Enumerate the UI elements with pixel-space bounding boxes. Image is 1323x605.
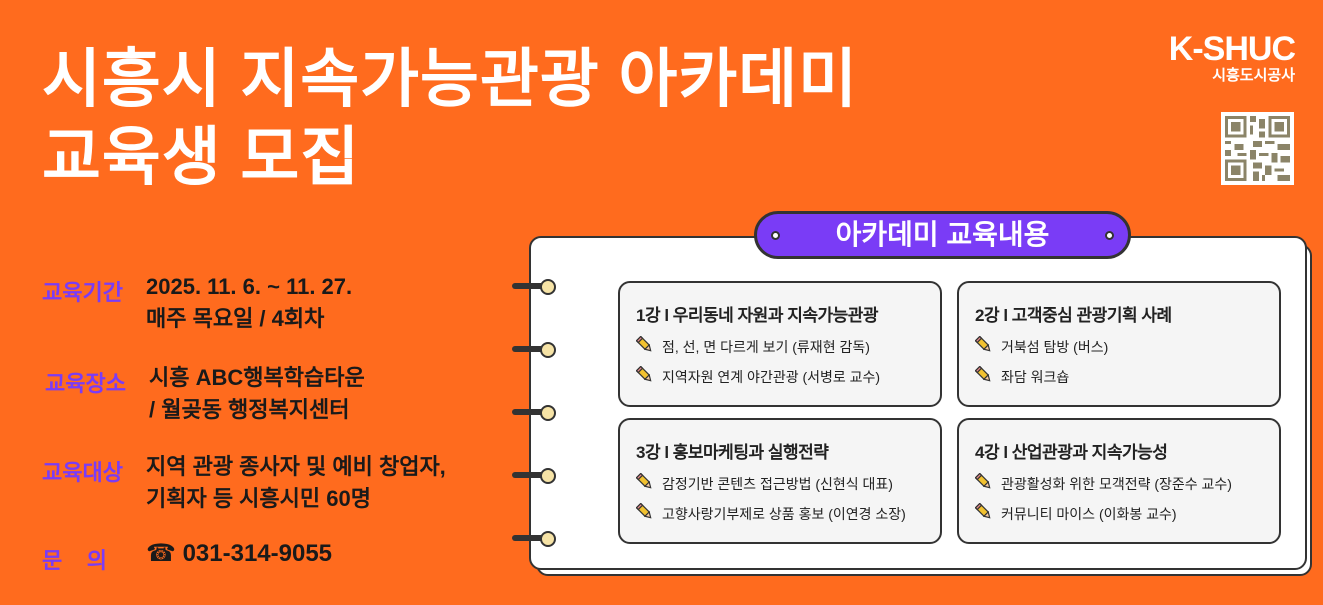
info-label: 문 의 — [42, 548, 107, 573]
pencil-icon — [636, 336, 654, 357]
lecture-item-text: 점, 선, 면 다르게 보기 (류재현 감독) — [662, 338, 870, 355]
info-label: 교육장소 — [45, 371, 126, 396]
lecture-title: 3강 l 홍보마케팅과 실행전략 — [636, 443, 829, 462]
info-value: 2025. 11. 6. ~ 11. 27. — [146, 274, 353, 299]
ring-icon — [512, 405, 556, 421]
title-line-2: 교육생 모집 — [42, 121, 361, 193]
lecture-item-text: 관광활성화 위한 모객전략 (장준수 교수) — [1001, 475, 1232, 492]
lecture-item: 감정기반 콘텐츠 접근방법 (신현식 대표) — [636, 473, 940, 494]
pencil-icon — [975, 503, 993, 524]
qr-code[interactable] — [1221, 112, 1294, 185]
lecture-item-text: 커뮤니티 마이스 (이화봉 교수) — [1001, 505, 1177, 522]
lecture-title: 4강 l 산업관광과 지속가능성 — [975, 443, 1168, 462]
lecture-title: 2강 l 고객중심 관광기획 사례 — [975, 306, 1172, 325]
lecture-item: 점, 선, 면 다르게 보기 (류재현 감독) — [636, 336, 940, 357]
lecture-item-text: 감정기반 콘텐츠 접근방법 (신현식 대표) — [662, 475, 893, 492]
pencil-icon — [636, 473, 654, 494]
info-value: 지역 관광 종사자 및 예비 창업자, — [146, 454, 446, 479]
info-value: 매주 목요일 / 4회차 — [146, 306, 325, 331]
page-title: 시흥시 지속가능관광 아카데미 교육생 모집 — [42, 40, 858, 196]
lecture-item: 고향사랑기부제로 상품 홍보 (이연경 소장) — [636, 503, 940, 524]
info-label: 교육기간 — [42, 280, 123, 305]
ring-icon — [512, 468, 556, 484]
lecture-item: 관광활성화 위한 모객전략 (장준수 교수) — [975, 473, 1279, 494]
lecture-item: 좌담 워크숍 — [975, 366, 1279, 387]
dot-icon — [771, 231, 780, 240]
info-label: 교육대상 — [42, 460, 123, 485]
lecture-item-text: 고향사랑기부제로 상품 홍보 (이연경 소장) — [662, 505, 906, 522]
pencil-icon — [975, 336, 993, 357]
pencil-icon — [636, 366, 654, 387]
logo-org: 시흥도시공사 — [1212, 67, 1295, 84]
info-value: 시흥 ABC행복학습타운 — [149, 365, 365, 390]
pencil-icon — [636, 503, 654, 524]
info-value: 기획자 등 시흥시민 60명 — [146, 486, 371, 511]
lecture-item: 지역자원 연계 야간관광 (서병로 교수) — [636, 366, 940, 387]
curriculum-heading-text: 아카데미 교육내용 — [835, 219, 1050, 250]
lecture-item: 거북섬 탐방 (버스) — [975, 336, 1279, 357]
title-line-1: 시흥시 지속가능관광 아카데미 — [42, 43, 859, 115]
pencil-icon — [975, 473, 993, 494]
lecture-item-text: 거북섬 탐방 (버스) — [1001, 338, 1109, 355]
contact-phone[interactable]: ☎ 031-314-9055 — [146, 540, 333, 567]
ring-icon — [512, 279, 556, 295]
logo-brand: K-SHUC — [1168, 30, 1296, 68]
lecture-item-text: 좌담 워크숍 — [1001, 368, 1070, 385]
dot-icon — [1105, 231, 1114, 240]
lecture-title: 1강 l 우리동네 자원과 지속가능관광 — [636, 306, 879, 325]
lecture-item: 커뮤니티 마이스 (이화봉 교수) — [975, 503, 1279, 524]
ring-icon — [512, 342, 556, 358]
curriculum-heading: 아카데미 교육내용 — [754, 211, 1131, 259]
lecture-item-text: 지역자원 연계 야간관광 (서병로 교수) — [662, 368, 881, 385]
ring-icon — [512, 531, 556, 547]
pencil-icon — [975, 366, 993, 387]
shuc-logo: K-SHUC 시흥도시공사 — [1150, 30, 1296, 85]
info-value: / 월곶동 행정복지센터 — [149, 397, 350, 422]
